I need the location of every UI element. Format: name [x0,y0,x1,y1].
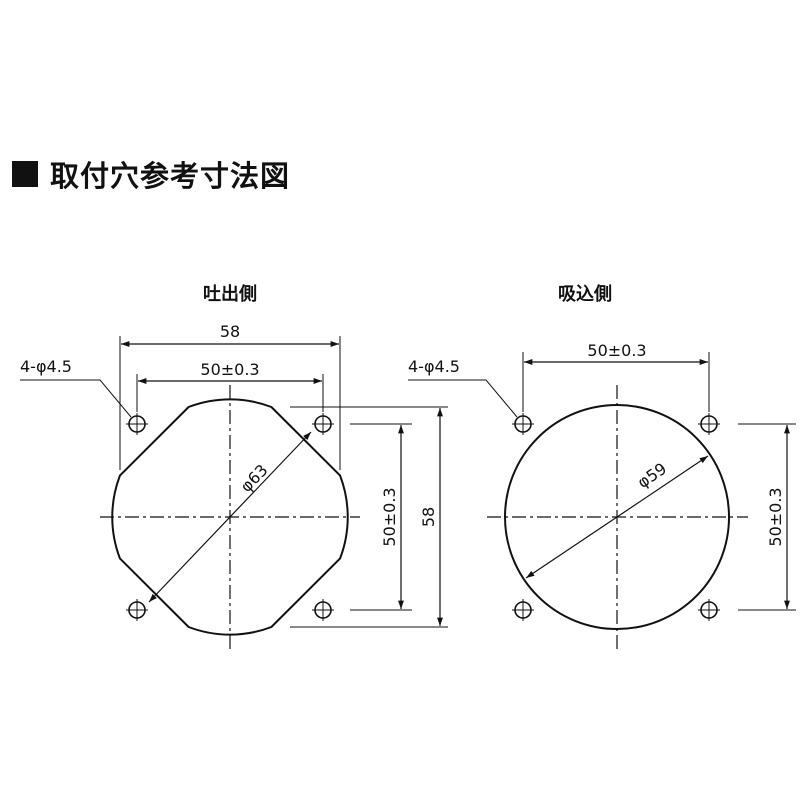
suction-hole-top-right [698,413,720,435]
discharge-hole-top-right [312,413,334,435]
discharge-hole-bottom-right [312,599,334,621]
discharge-width-dimension: 58 [119,322,341,470]
discharge-pitch-h-label: 50±0.3 [200,360,259,379]
svg-text:4-φ4.5: 4-φ4.5 [20,357,72,376]
discharge-heading: 吐出側 [203,283,257,305]
suction-heading: 吸込側 [558,283,612,305]
discharge-hole-pitch-h: 50±0.3 [136,360,324,412]
suction-pitch-v-label: 50±0.3 [766,487,785,546]
discharge-hole-pitch-v: 50±0.3 [350,423,412,611]
title-text: 取付穴参考寸法図 [50,159,291,193]
discharge-hole-top-left [126,413,148,435]
discharge-height-dimension: 58 [290,406,448,628]
figure-title: 取付穴参考寸法図 [12,152,290,196]
suction-hole-pitch-v: 50±0.3 [738,423,796,611]
discharge-width-label: 58 [220,322,240,341]
suction-hole-top-left [512,413,534,435]
discharge-flange-outline [111,398,349,636]
discharge-hole-callout: 4-φ4.5 [20,357,132,418]
suction-hole-pitch-h: 50±0.3 [522,341,710,412]
discharge-side-diagram: 吐出側 4-φ4.5 [20,283,448,650]
suction-hole-callout: 4-φ4.5 [408,357,518,418]
suction-side-diagram: 吸込側 4-φ4.5 50±0.3 [408,283,796,650]
title-bullet-square [12,161,38,187]
discharge-height-label: 58 [419,507,438,527]
suction-hole-bottom-left [512,599,534,621]
suction-diameter-label: φ59 [634,459,670,492]
discharge-hole-bottom-left [126,599,148,621]
discharge-diameter-label: φ63 [236,460,271,495]
svg-text:4-φ4.5: 4-φ4.5 [408,357,460,376]
suction-hole-bottom-right [698,599,720,621]
suction-pitch-h-label: 50±0.3 [587,341,646,360]
discharge-pitch-v-label: 50±0.3 [380,487,399,546]
